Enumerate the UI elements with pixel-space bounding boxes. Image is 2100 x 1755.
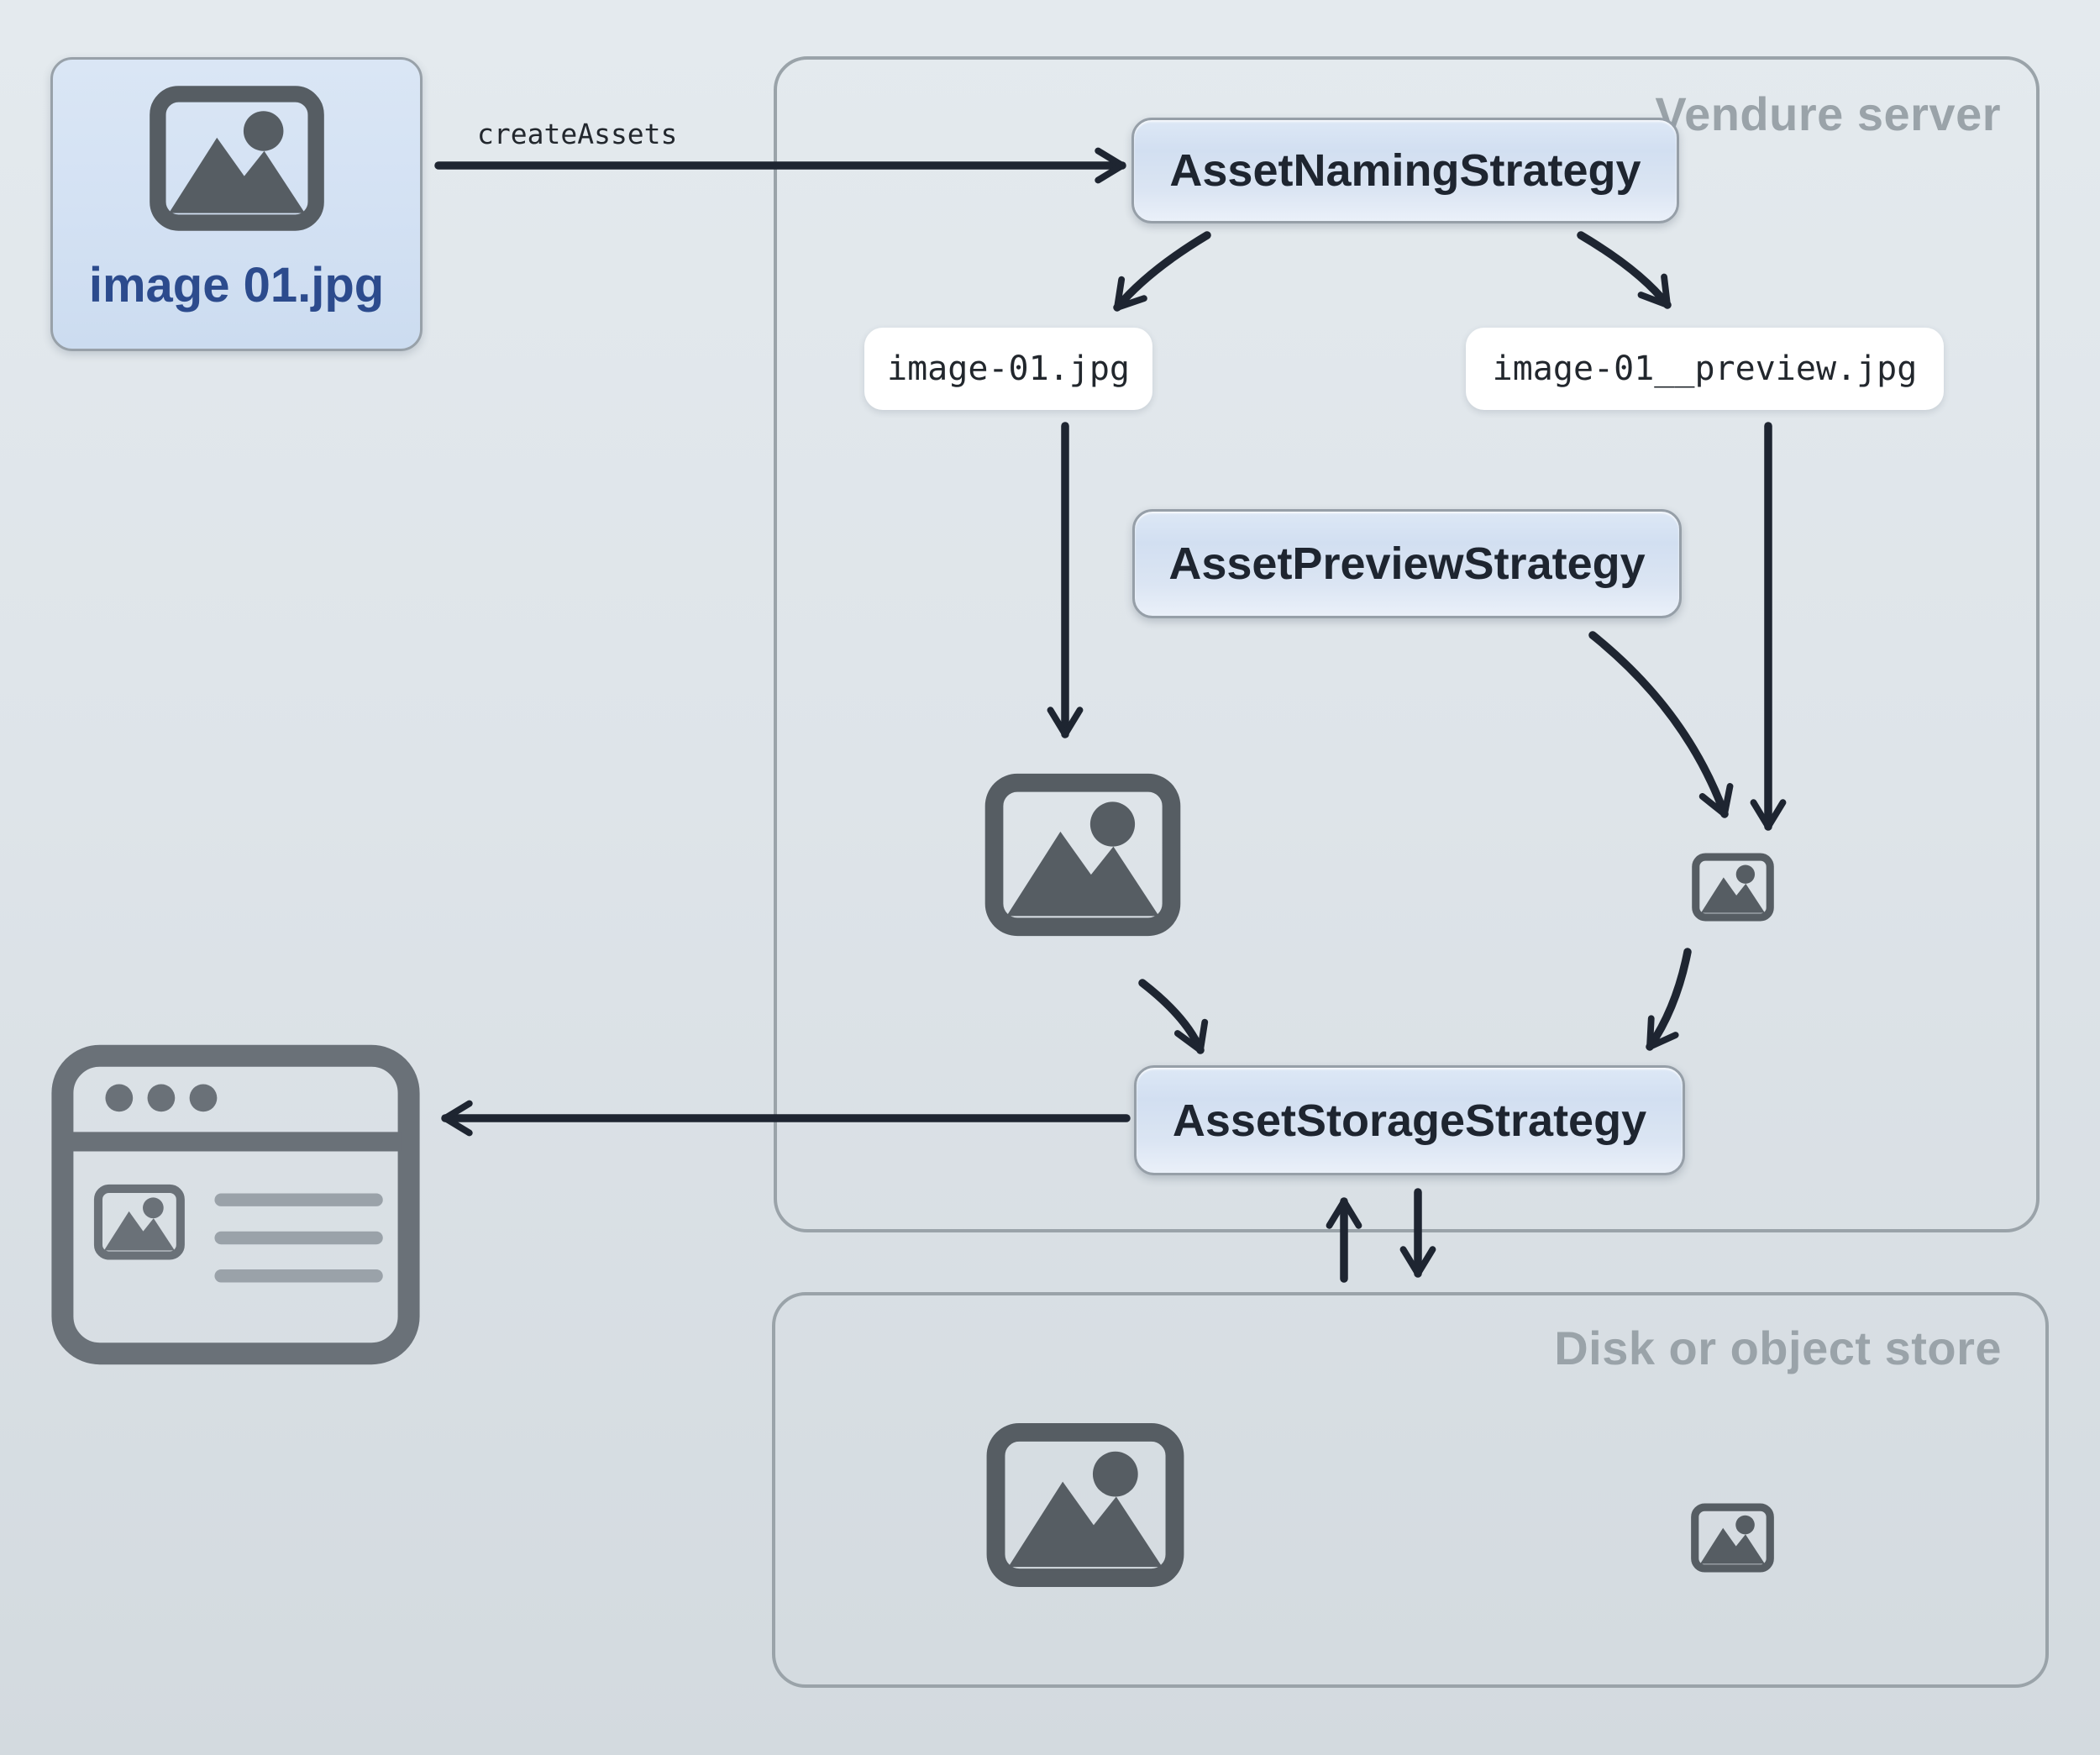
- arrow-naming-to-source: [1113, 231, 1211, 312]
- vendure-server-label: Vendure server: [1655, 87, 2001, 140]
- asset-naming-strategy-box: AssetNamingStrategy: [1131, 118, 1679, 223]
- arrow-previewstrategy-to-image: [1588, 631, 1734, 818]
- disk-store-container: Disk or object store: [772, 1292, 2049, 1688]
- uploaded-file-name: image 01.jpg: [88, 258, 385, 313]
- asset-storage-strategy-box: AssetStorageStrategy: [1134, 1065, 1685, 1175]
- preview-filename-chip: image-01__preview.jpg: [1466, 328, 1944, 410]
- arrow-naming-to-preview: [1577, 231, 1672, 309]
- arrow-image-to-storage: [1138, 979, 1209, 1054]
- arrow-preview-to-storage: [1646, 948, 1692, 1051]
- asset-preview-strategy-box: AssetPreviewStrategy: [1132, 509, 1682, 618]
- vendure-server-container: Vendure server: [774, 56, 2040, 1232]
- source-filename-chip: image-01.jpg: [864, 328, 1152, 410]
- disk-store-label: Disk or object store: [1554, 1322, 2002, 1374]
- uploaded-file-card: image 01.jpg: [50, 57, 423, 351]
- create-assets-label: createAssets: [477, 118, 678, 150]
